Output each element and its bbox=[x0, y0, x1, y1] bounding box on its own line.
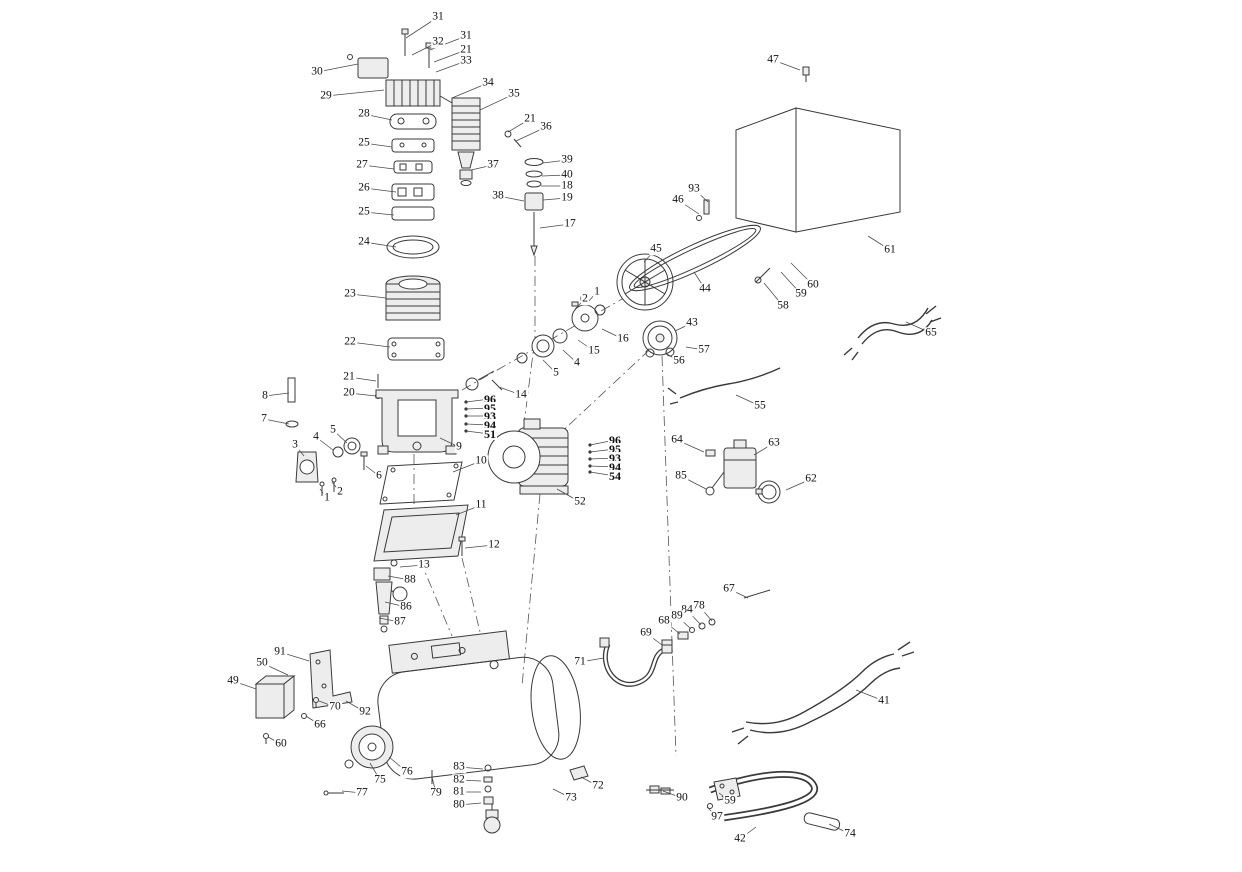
head-gasket bbox=[389, 113, 437, 130]
check-valve-fittings bbox=[661, 589, 771, 651]
washer-7 bbox=[285, 420, 299, 428]
motor bbox=[487, 418, 569, 495]
motor-platform bbox=[388, 630, 510, 674]
spring-8 bbox=[287, 377, 296, 403]
capacitor-box-49 bbox=[254, 674, 296, 720]
tank-assembly bbox=[377, 630, 581, 780]
screw-36 bbox=[513, 138, 522, 148]
left-small-parts bbox=[285, 377, 368, 496]
crank-parts bbox=[465, 296, 606, 391]
cylinder-head-stack bbox=[347, 28, 445, 399]
rubber-foot bbox=[569, 765, 589, 781]
pressure-switch bbox=[705, 439, 781, 504]
tube-67 bbox=[743, 589, 771, 599]
intake-silencer bbox=[439, 95, 522, 186]
discharge-hose bbox=[599, 637, 673, 687]
drain-parts bbox=[431, 764, 501, 834]
outlet-fitting-90 bbox=[646, 785, 674, 795]
crankcase bbox=[375, 389, 459, 455]
power-cord-upper bbox=[843, 305, 942, 361]
leader-lines bbox=[232, 16, 932, 840]
valve-reed bbox=[393, 160, 433, 174]
washer-4 bbox=[332, 446, 344, 458]
motor-lead-55 bbox=[667, 367, 781, 405]
valve-plate bbox=[391, 183, 435, 201]
screw-21 bbox=[504, 130, 512, 138]
wheel bbox=[323, 725, 394, 796]
caster-wheel bbox=[483, 816, 501, 834]
cylinder-gasket bbox=[386, 235, 440, 259]
handle bbox=[707, 770, 841, 831]
caster-bracket bbox=[485, 809, 499, 819]
drive-belt bbox=[629, 224, 761, 292]
handle-screw-97 bbox=[707, 803, 713, 809]
cylinder bbox=[385, 275, 441, 321]
unloader-block bbox=[347, 54, 389, 79]
mount-bracket-91 bbox=[309, 649, 353, 709]
belt-guard bbox=[696, 66, 901, 233]
crankcase-gasket bbox=[379, 461, 463, 505]
pulley-washer bbox=[645, 348, 655, 358]
base-gasket bbox=[387, 337, 445, 361]
valve-plate-lower bbox=[391, 206, 435, 221]
nipple-64 bbox=[705, 449, 716, 457]
intake-valve-stack bbox=[524, 158, 544, 257]
head-bolts bbox=[401, 28, 433, 68]
power-cord-lower bbox=[731, 641, 915, 745]
valve-plate-upper bbox=[391, 138, 435, 153]
filter-regulator bbox=[373, 559, 408, 633]
bearing-5 bbox=[343, 437, 361, 455]
wheel-washer bbox=[344, 759, 354, 769]
handle-plate bbox=[713, 777, 741, 801]
guard-bolt-47 bbox=[802, 66, 810, 82]
bottom-left-screws bbox=[263, 697, 319, 744]
guard-screw-46 bbox=[696, 215, 702, 221]
motor-pulley bbox=[642, 320, 678, 358]
guard-pin-93 bbox=[703, 199, 710, 215]
crankcase-cover bbox=[373, 504, 469, 562]
fitting-85 bbox=[705, 486, 715, 496]
cylinder-head bbox=[385, 79, 441, 107]
handle-grip-74 bbox=[803, 812, 841, 831]
tension-bolt bbox=[754, 267, 771, 284]
flywheel bbox=[616, 253, 674, 311]
